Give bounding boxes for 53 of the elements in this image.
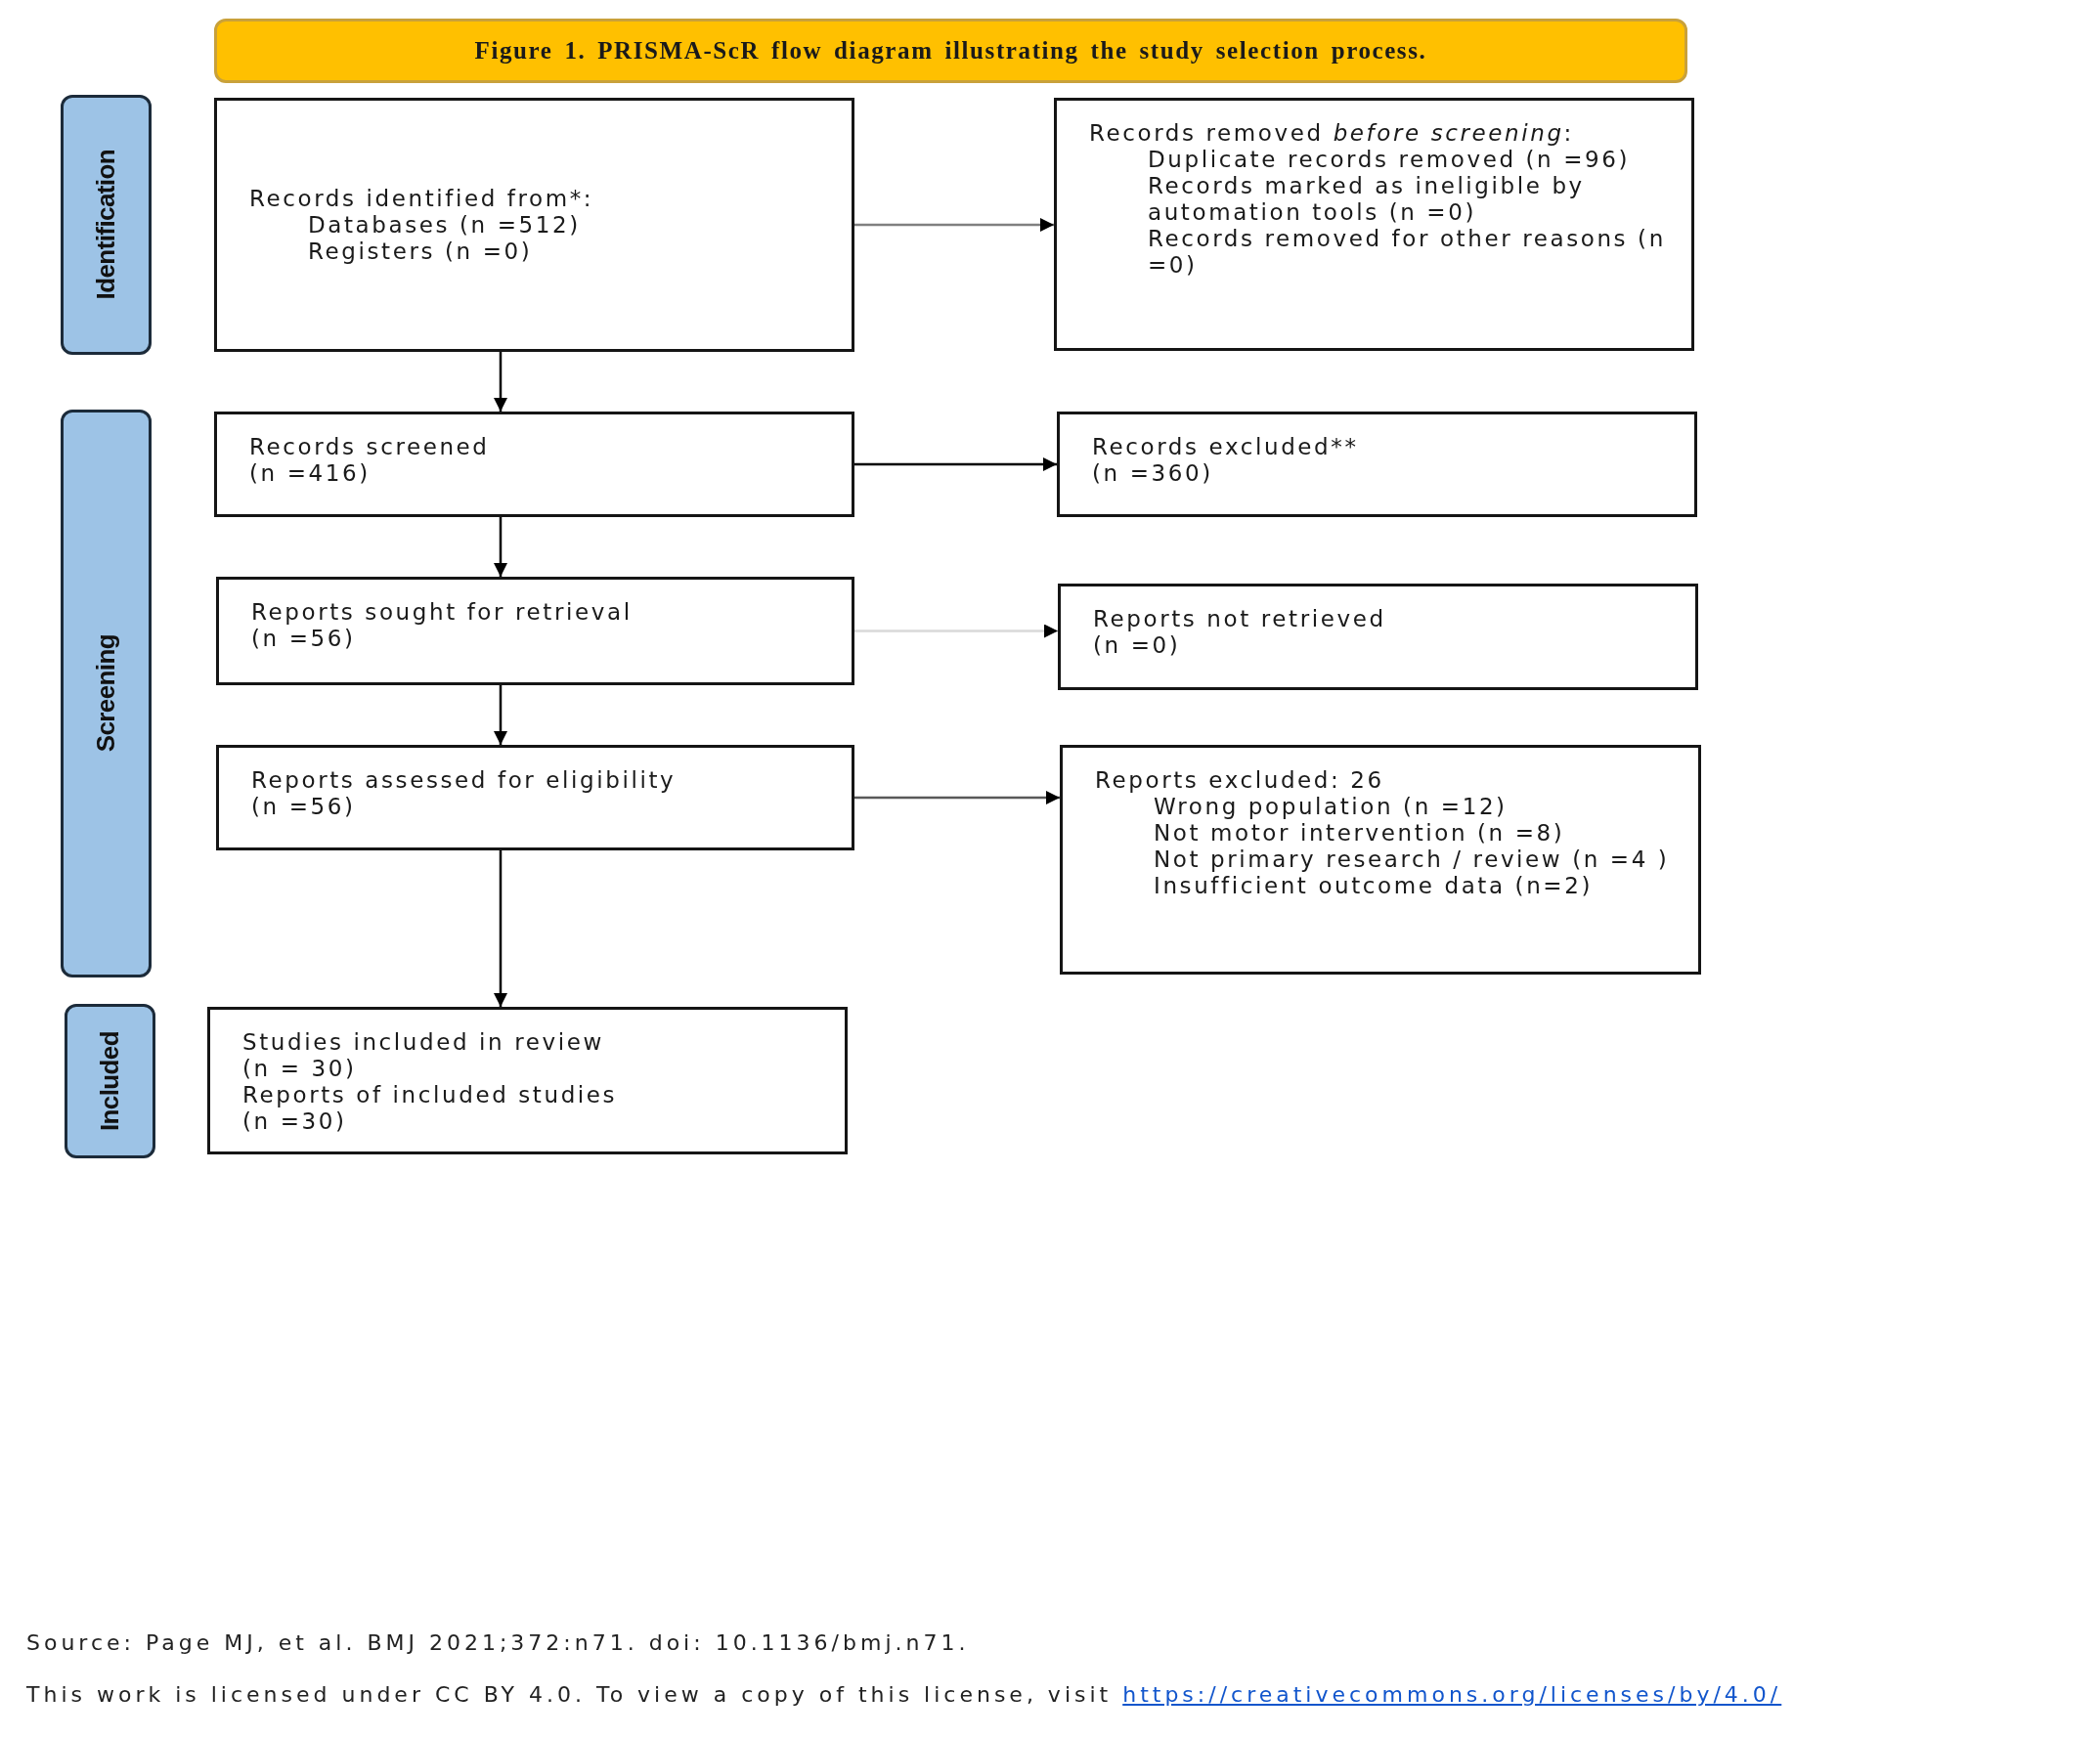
box-text: Wrong population (n =12) — [1154, 794, 1508, 820]
box-text: Insufficient outcome data (n=2) — [1154, 873, 1593, 899]
box-text: Databases (n =512) — [308, 211, 581, 239]
license-link: https://creativecommons.org/licenses/by/4.0/ — [1122, 1682, 1782, 1707]
box-text: (n = 30) — [242, 1056, 357, 1082]
box-text: (n =360) — [1092, 460, 1213, 487]
arrow — [854, 457, 1057, 471]
arrow — [494, 352, 507, 412]
box-heading: Records removed before screening: — [1089, 120, 1574, 147]
arrow — [854, 218, 1054, 232]
box-heading: Reports not retrieved — [1093, 606, 1386, 632]
box-heading: Reports excluded: 26 — [1095, 767, 1384, 794]
box-heading: Studies included in review — [242, 1029, 604, 1056]
phase-band — [65, 1004, 155, 1158]
arrow — [854, 791, 1060, 804]
phase-label: Identification — [91, 150, 121, 300]
box-heading: Records screened — [249, 434, 490, 460]
arrow — [494, 850, 507, 1007]
process-box — [214, 412, 854, 517]
process-box — [216, 745, 854, 850]
arrow — [494, 685, 507, 745]
process-box — [216, 577, 854, 685]
box-text: (n =0) — [1093, 632, 1181, 659]
box-heading: Records identified from*: — [249, 185, 594, 212]
process-box — [1054, 98, 1694, 351]
phase-label: Screening — [91, 634, 121, 753]
box-text: (n =30) — [242, 1108, 347, 1135]
box-text: Not primary research / review (n =4 ) — [1154, 847, 1670, 873]
phase-label: Included — [95, 1030, 125, 1132]
process-box — [1058, 584, 1698, 690]
arrow — [854, 624, 1058, 638]
box-text: Reports of included studies — [242, 1082, 618, 1108]
box-text: (n =416) — [249, 460, 371, 487]
phase-band — [61, 410, 152, 977]
box-text: Registers (n =0) — [308, 238, 533, 265]
process-box — [1057, 412, 1697, 517]
box-text: Records removed for other reasons (n =0) — [1148, 226, 1667, 279]
phase-band — [61, 95, 152, 355]
process-box — [1060, 745, 1701, 975]
box-text: Duplicate records removed (n =96) — [1148, 147, 1631, 173]
box-heading: Reports sought for retrieval — [251, 599, 633, 626]
box-text: Not motor intervention (n =8) — [1154, 820, 1565, 847]
box-heading: Reports assessed for eligibility — [251, 767, 677, 794]
box-text: (n =56) — [251, 626, 356, 652]
box-text: Records marked as ineligible by automation tools (n =0) — [1148, 173, 1586, 226]
figure-title: Figure 1. PRISMA-ScR flow diagram illustrating the study selection process. — [214, 19, 1687, 83]
arrow — [494, 517, 507, 577]
license-note: This work is licensed under CC BY 4.0. To view a copy of this license, visit — [26, 1682, 1113, 1707]
process-box — [214, 98, 854, 352]
box-heading: Records excluded** — [1092, 434, 1359, 460]
box-text: (n =56) — [251, 794, 356, 820]
source-note: Source: Page MJ, et al. BMJ 2021;372:n71. doi: 10.1136/bmj.n71. — [26, 1630, 970, 1655]
process-box — [207, 1007, 848, 1154]
